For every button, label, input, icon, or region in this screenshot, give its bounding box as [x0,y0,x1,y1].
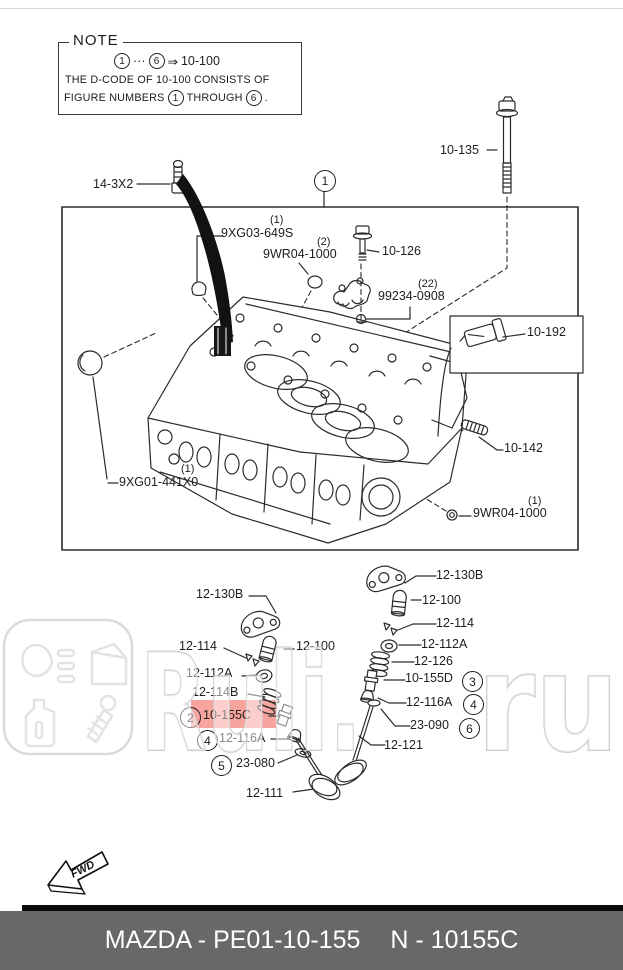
label-12-116a-right: 12-116A [406,695,453,709]
top-divider [0,8,623,9]
label-10-155c-selected[interactable]: 10-155C [203,708,251,722]
label-12-114b: 12-114B [192,685,239,699]
note-code: 10-100 [180,54,220,68]
stud-10-142-drawing [460,419,489,436]
circled-1: 1 [114,53,130,69]
bolt-10-126-drawing [352,225,373,261]
label-23-080: 23-080 [236,756,275,770]
assembly-frame [61,206,579,551]
sensor-10-192-drawing [437,315,584,437]
bolt-10-135-drawing [495,96,519,194]
circled-3: 3 [462,671,483,692]
qty-9wr04-b: (1) [528,495,542,507]
label-10-155d: 10-155D [405,671,453,685]
label-23-090: 23-090 [410,718,449,732]
label-12-112a-left: 12-112A [186,666,233,680]
note-arrow: ⇒ [167,54,178,69]
small-plugs [77,275,458,521]
label-12-130b-right: 12-130B [436,568,484,582]
label-12-121: 12-121 [384,738,423,752]
valvetrain-left [223,595,341,801]
cam-cap-drawing [333,277,371,310]
qty-99234: (22) [418,278,438,290]
qty-9wr04-a: (2) [317,236,331,248]
note-title: NOTE [69,32,123,49]
circled-4-right: 4 [463,694,484,715]
footer-part-number: N - 10155C [390,926,519,954]
label-12-130b-left: 12-130B [196,587,244,601]
note-dots: ··· [133,54,146,68]
circled-6: 6 [459,718,480,739]
label-10-126: 10-126 [382,244,421,258]
note-line-1: 1 ··· 6 ⇒ 10-100 [114,53,220,69]
circled-6: 6 [245,90,262,106]
footer-part-code: MAZDA - PE01-10-155 [104,926,361,954]
label-9xg01-441x0: 9XG01-441X0 [119,475,199,489]
label-10-192: 10-192 [527,325,566,339]
qty-9xg01: (1) [181,463,195,475]
circled-1: 1 [167,90,184,106]
label-14-3x2: 14-3X2 [93,177,134,191]
footer-top-edge [22,905,623,911]
valvetrain-right [334,565,437,786]
label-12-114-right: 12-114 [436,616,474,630]
note-line-3: FIGURE NUMBERS 1 THROUGH 6 . [64,90,268,106]
cylinder-head-drawing [147,296,469,544]
label-12-126: 12-126 [414,654,453,668]
label-10-135: 10-135 [440,143,479,157]
label-99234-0908: 99234-0908 [378,289,445,303]
qty-9xg03: (1) [270,214,284,226]
circled-2: 2 [180,707,201,728]
pointer-swoosh [176,174,233,344]
note-line-2: THE D-CODE OF 10-100 CONSISTS OF [65,74,270,86]
assembly-callout-1: 1 [314,170,336,192]
label-9xg03-649s: 9XG03-649S [221,226,294,240]
note-box: NOTE 1 ··· 6 ⇒ 10-100 THE D-CODE OF 10-1… [58,32,302,115]
footer-caption-bar: MAZDA - PE01-10-155 N - 10155C [0,911,623,970]
label-9wr04-1000-b: 9WR04-1000 [473,506,547,520]
label-12-100-right: 12-100 [422,593,461,607]
label-9wr04-1000-a: 9WR04-1000 [263,247,337,261]
circled-6: 6 [148,53,165,69]
label-12-114-left: 12-114 [179,639,217,653]
label-12-116a-left: 12-116A [219,731,266,745]
label-10-142: 10-142 [504,441,543,455]
label-12-111: 12-111 [246,786,284,800]
circled-5: 5 [211,755,232,776]
label-12-100-left: 12-100 [296,639,335,653]
circled-4-left: 4 [197,730,218,751]
label-12-112a-right: 12-112A [421,637,468,651]
fwd-arrow: FWD [47,851,109,895]
